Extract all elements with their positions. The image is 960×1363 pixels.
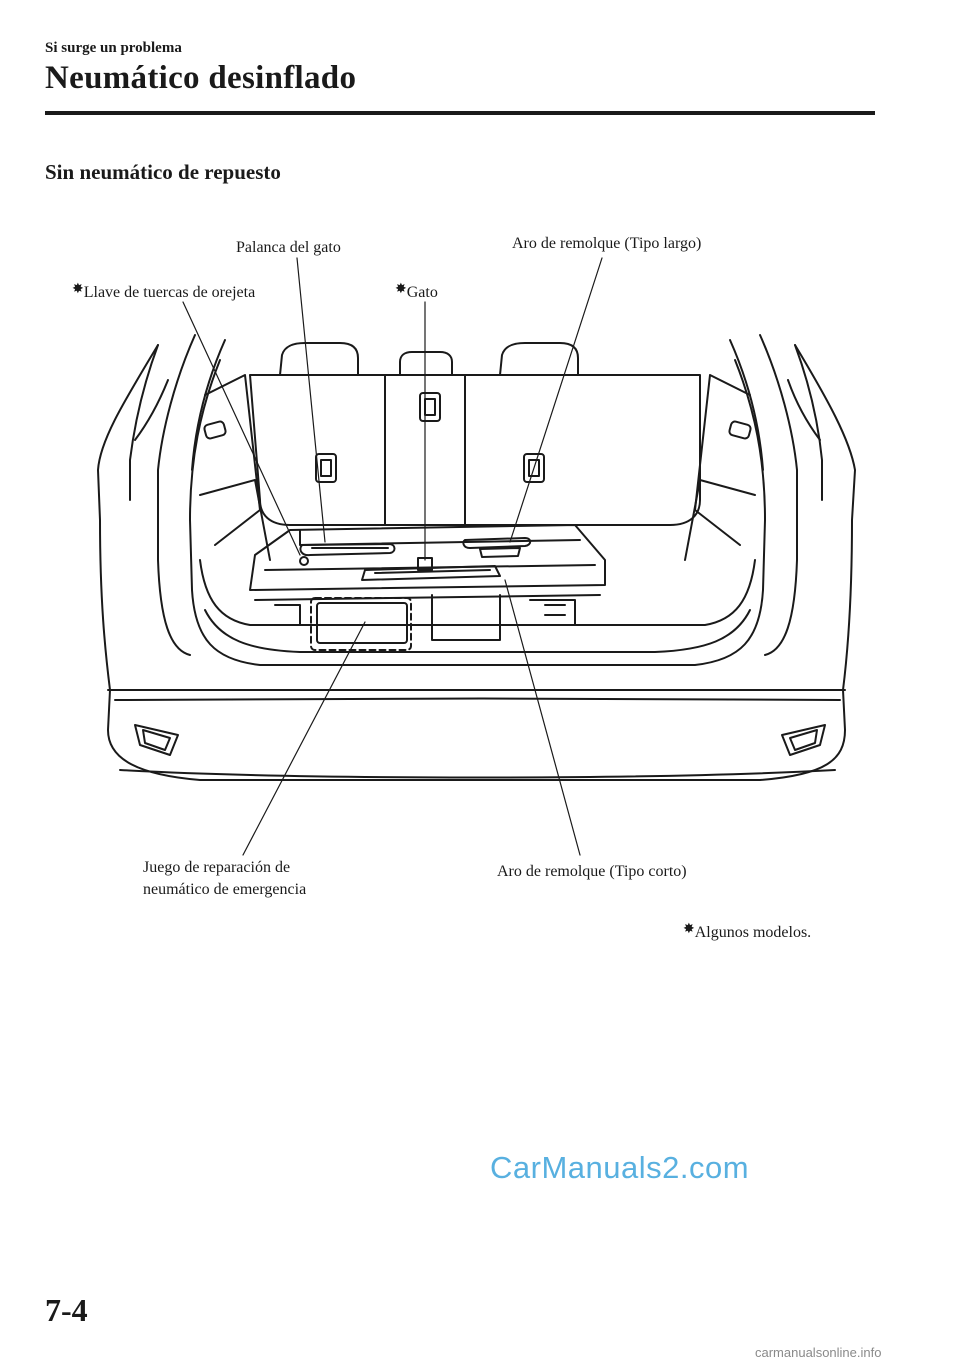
rear-seatback <box>249 374 701 526</box>
title-divider <box>45 111 875 115</box>
section-label: Si surge un problema <box>45 40 182 56</box>
headrest-right <box>499 342 579 376</box>
right-reflector <box>781 724 826 756</box>
callout-tow-hook-short: Aro de remolque (Tipo corto) <box>497 863 687 880</box>
cargo-tray <box>249 524 606 591</box>
left-reflector <box>134 724 179 756</box>
callout-jack: ✸Gato <box>395 282 438 301</box>
callout-jack-lever: Palanca del gato <box>236 239 341 256</box>
callout-repair-kit: Juego de reparación de neumático de emer… <box>143 857 306 901</box>
asterisk-icon: ✸ <box>683 922 695 937</box>
callout-tow-hook-long: Aro de remolque (Tipo largo) <box>512 235 702 252</box>
callout-repair-kit-line1: Juego de reparación de <box>143 859 291 876</box>
jack <box>361 565 501 581</box>
footnote: ✸Algunos modelos. <box>683 922 812 941</box>
asterisk-icon: ✸ <box>395 282 407 297</box>
page-title: Neumático desinflado <box>45 60 357 96</box>
footer-site: carmanualsonline.info <box>755 1345 882 1360</box>
callout-repair-kit-line2: neumático de emergencia <box>143 881 307 898</box>
vehicle-body-outline <box>97 344 856 781</box>
callout-lug-wrench: ✸Llave de tuercas de orejeta <box>72 282 256 301</box>
subheading: Sin neumático de repuesto <box>45 160 281 184</box>
headrest-left <box>279 342 359 376</box>
asterisk-icon: ✸ <box>72 282 84 297</box>
page-number: 7-4 <box>45 1292 88 1328</box>
watermark: CarManuals2.com <box>490 1150 750 1185</box>
headrest-center <box>399 351 453 376</box>
tailgate-opening <box>189 359 766 666</box>
